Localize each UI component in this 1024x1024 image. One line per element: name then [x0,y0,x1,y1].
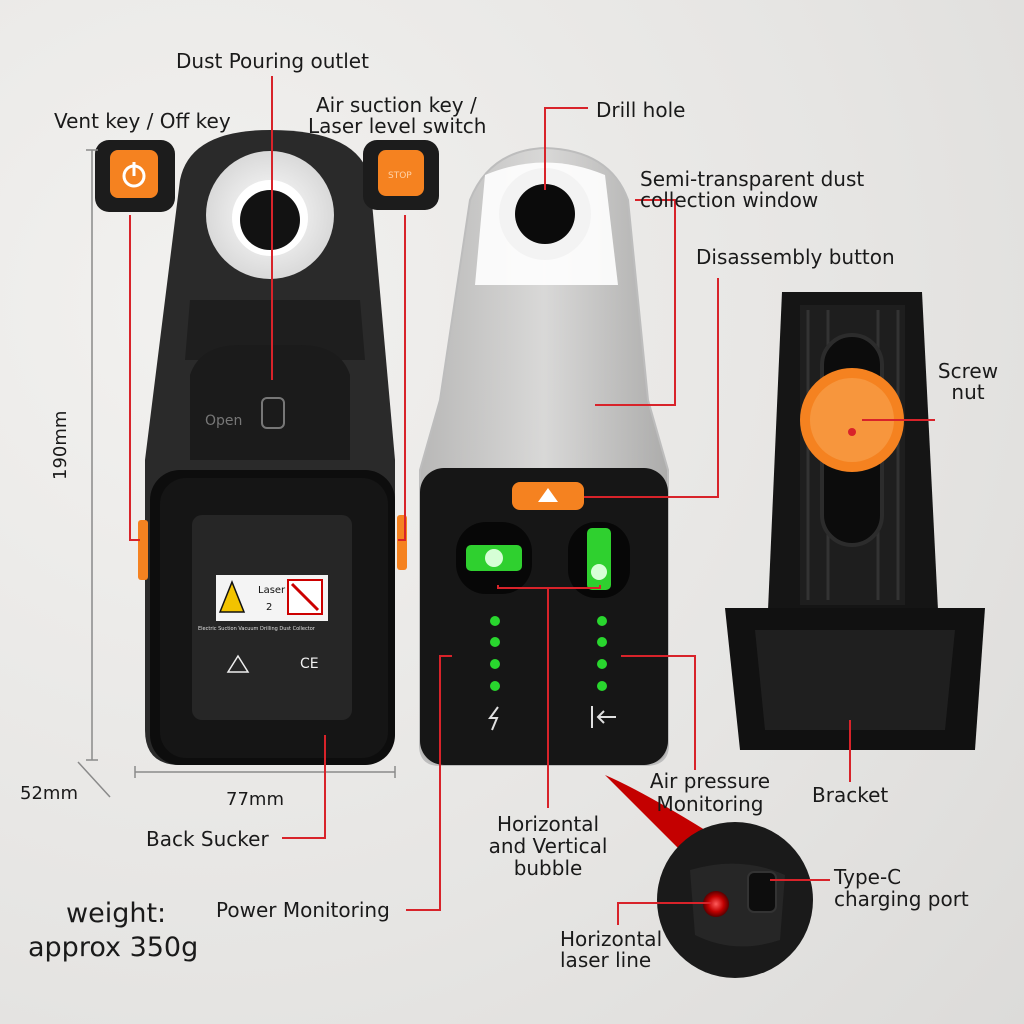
air-key-inset: STOP [363,140,439,210]
label-laser-line-1: Horizontal [560,927,663,951]
label-back-sucker: Back Sucker [146,827,269,851]
label-bubble-1: Horizontal [496,812,600,836]
device-back-view: Open Laser 2 Electric Suction Vacuum Dri… [138,130,407,765]
type-c-port [747,871,777,913]
label-type-c-2: charging port [834,887,969,911]
svg-text:STOP: STOP [388,171,412,181]
dimension-width: 77mm [226,789,284,810]
label-drill-hole: Drill hole [596,98,686,122]
weight-value: approx 350g [28,932,199,963]
label-screw-nut-2: nut [951,380,985,404]
callout-lines [129,76,935,925]
vent-key-side [138,520,148,580]
label-type-c-1: Type-C [834,865,902,889]
label-bubble-2: and Vertical [488,834,608,858]
weight-label: weight: [66,898,167,929]
device-front-view [419,146,669,766]
label-vent-key: Vent key / Off key [54,109,231,133]
label-disassembly-button: Disassembly button [696,245,895,269]
label-screw-nut-1: Screw [937,359,999,383]
svg-text:Laser: Laser [258,585,286,596]
laser-inset [605,775,813,978]
svg-text:2: 2 [266,602,272,613]
power-leds [490,616,500,691]
vent-key-inset [95,140,175,212]
dimension-height: 190mm [50,410,71,480]
label-bracket: Bracket [812,783,889,807]
drill-hole [515,184,575,244]
lightning-icon [488,706,499,731]
bracket-illustration [725,292,985,750]
label-semi-transparent-1: Semi-transparent dust [640,167,865,191]
vertical-bubble [587,528,611,590]
arrow-left-icon [591,706,616,728]
pressure-leds [597,616,607,691]
dust-lid [190,345,350,460]
label-air-pressure-2: Monitoring [656,792,764,816]
label-air-suction-key-1: Air suction key / [316,93,477,117]
label-air-pressure-1: Air pressure [649,769,771,793]
label-semi-transparent-2: collection window [640,188,819,212]
svg-text:Electric Suction Vacuum Drilli: Electric Suction Vacuum Drilling Dust Co… [198,626,316,632]
label-dust-pouring-outlet: Dust Pouring outlet [176,49,369,73]
label-power-monitoring: Power Monitoring [216,898,390,922]
label-bubble-3: bubble [513,856,583,880]
dimension-lines [77,149,396,798]
label-laser-line-2: laser line [560,948,652,972]
svg-text:CE: CE [300,656,319,672]
dimension-depth: 52mm [20,783,78,804]
label-air-suction-key-2: Laser level switch [308,114,487,138]
open-text: Open [205,413,242,429]
laser-emitter [703,891,729,917]
